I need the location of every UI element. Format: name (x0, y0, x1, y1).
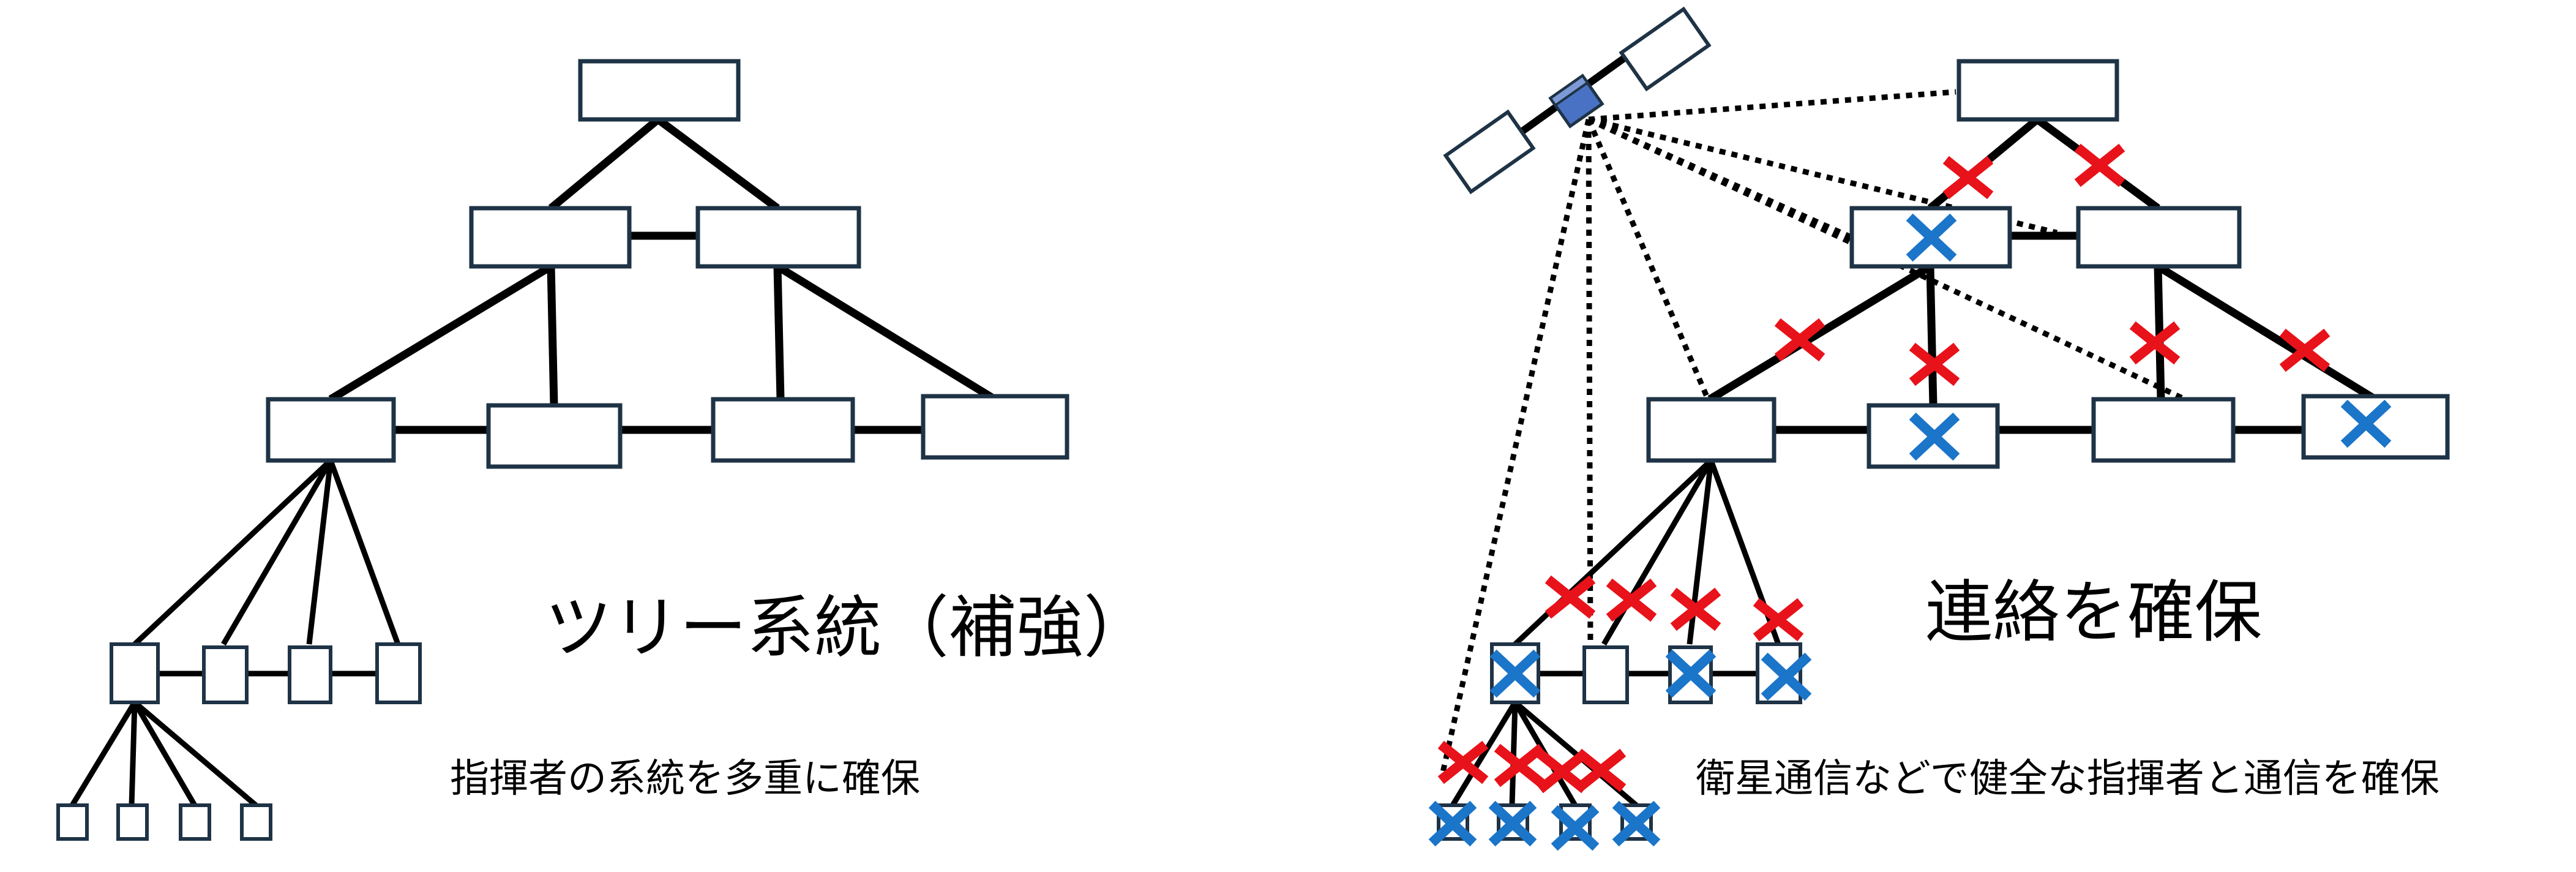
left-leaf-node (240, 803, 272, 841)
red-x-icon (1909, 342, 1960, 386)
failed-link-marks (1437, 143, 2331, 794)
right-panel-title: 連絡を確保 (1925, 573, 2262, 652)
left-leaf-node (179, 803, 211, 841)
left-level1-node (695, 206, 861, 269)
left-level3-node (288, 645, 332, 704)
right-links (1450, 116, 2378, 808)
right-tree-diagram (1428, 6, 2450, 851)
left-level1-node (469, 206, 632, 269)
red-x-icon (2129, 321, 2181, 365)
left-level3-node (110, 642, 160, 704)
blue-x-icon (1551, 805, 1600, 851)
blue-x-icon (1428, 800, 1477, 847)
right-level2-node (1646, 397, 1777, 463)
blue-x-icon (1906, 213, 1957, 262)
blue-x-icon (1489, 649, 1541, 698)
left-root-node (578, 59, 741, 122)
blue-x-icon (2340, 399, 2392, 448)
left-level3-node (375, 642, 422, 704)
left-nodes (56, 59, 1069, 841)
left-panel-subtitle: 指揮者の系統を多重に確保 (450, 756, 920, 802)
red-x-icon (1537, 750, 1588, 794)
right-level3-node (1582, 645, 1629, 704)
red-x-icon (1494, 743, 1545, 787)
red-x-icon (1942, 156, 1994, 200)
left-level2-node (266, 397, 396, 463)
red-x-icon (2074, 143, 2125, 187)
left-links (70, 116, 997, 808)
right-panel-subtitle: 衛星通信などで健全な指揮者と通信を確保 (1696, 756, 2439, 802)
red-x-icon (2279, 328, 2331, 372)
left-level2-node (711, 397, 855, 463)
left-tree-diagram (56, 59, 1069, 841)
right-level1-node (2076, 206, 2242, 269)
red-x-icon (1774, 318, 1825, 362)
blue-x-icon (1761, 652, 1812, 701)
red-x-icon (1544, 575, 1596, 619)
satellite-dotted-links (1439, 89, 2184, 778)
left-level2-node (921, 394, 1069, 460)
satellite-icon (1443, 6, 1712, 195)
left-level2-node (486, 403, 623, 469)
blue-x-icon (1909, 412, 1960, 461)
left-panel-title: ツリー系統（補強） (545, 588, 1151, 667)
red-x-icon (1606, 578, 1657, 622)
right-level2-node (2091, 397, 2236, 463)
left-level3-node (202, 645, 249, 704)
blue-x-icon (1665, 649, 1717, 698)
left-leaf-node (56, 803, 89, 841)
red-x-icon (1753, 598, 1804, 642)
red-x-icon (1575, 748, 1627, 792)
red-x-icon (1670, 587, 1721, 631)
right-root-node (1956, 59, 2119, 122)
failed-node-marks (1428, 213, 2392, 851)
left-leaf-node (116, 803, 149, 841)
red-x-icon (1437, 740, 1489, 784)
blue-x-icon (1612, 800, 1661, 847)
blue-x-icon (1488, 800, 1537, 847)
